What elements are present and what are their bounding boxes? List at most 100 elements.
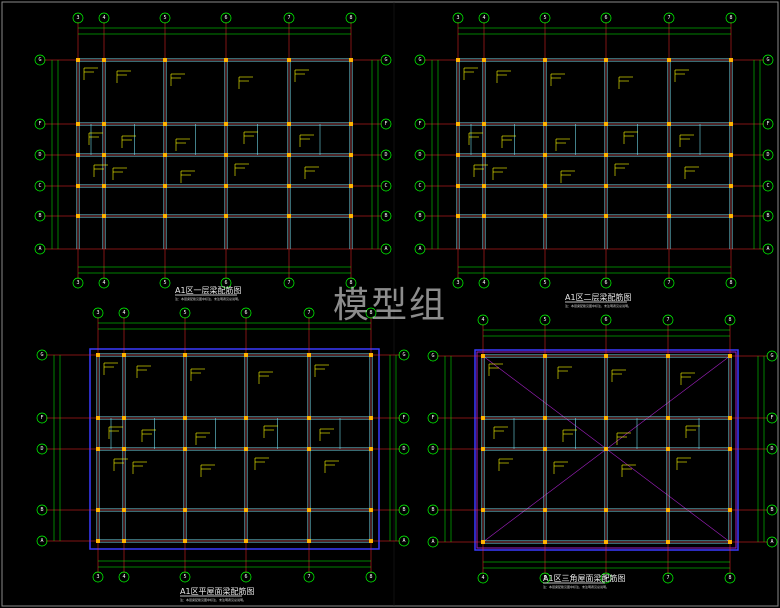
axis-bubble (427, 350, 439, 362)
axis-label-column: 4 (102, 280, 105, 286)
axis-label-row: D (38, 152, 41, 158)
column (728, 508, 732, 512)
column (728, 540, 732, 544)
axis-label-column: 6 (604, 15, 607, 21)
axis-bubble (762, 180, 774, 192)
axis-bubble (762, 149, 774, 161)
column (287, 184, 291, 188)
column (307, 508, 311, 512)
column (183, 539, 187, 543)
plan-note: 注：本层梁配筋见图中标注，未注明者见总说明。 (175, 296, 241, 301)
axis-bubble (724, 572, 736, 584)
axis-label-column: 7 (287, 280, 290, 286)
column (666, 354, 670, 358)
axis-label-column: 4 (102, 15, 105, 21)
axis-bubble (766, 412, 778, 424)
axis-bubble (766, 350, 778, 362)
axis-bubble (240, 307, 252, 319)
axis-bubble (762, 210, 774, 222)
axis-label-row: A (766, 246, 769, 252)
axis-bubble (365, 571, 377, 583)
column (543, 153, 547, 157)
axis-label-row: B (418, 213, 421, 219)
axis-bubble (36, 412, 48, 424)
axis-bubble (414, 243, 426, 255)
axis-label-column: 6 (244, 310, 247, 316)
column (349, 184, 353, 188)
column (604, 184, 608, 188)
axis-label-column: 8 (728, 317, 731, 323)
column (102, 58, 106, 62)
axis-bubble (283, 12, 295, 24)
axis-bubble (539, 314, 551, 326)
column (666, 447, 670, 451)
axis-label-column: 7 (307, 310, 310, 316)
plan-title: A1区二层梁配筋图 (565, 292, 632, 302)
axis-bubble (662, 314, 674, 326)
axis-bubble (452, 12, 464, 24)
axis-label-column: 7 (667, 15, 670, 21)
column (456, 153, 460, 157)
column (543, 214, 547, 218)
axis-bubble (600, 277, 612, 289)
column (224, 214, 228, 218)
axis-label-row: F (770, 415, 773, 421)
axis-bubble (118, 571, 130, 583)
axis-label-column: 6 (604, 280, 607, 286)
axis-label-column: 6 (604, 317, 607, 323)
axis-bubble (477, 572, 489, 584)
axis-bubble (220, 277, 232, 289)
axis-label-column: 6 (244, 574, 247, 580)
axis-label-column: 8 (369, 310, 372, 316)
column (481, 508, 485, 512)
axis-bubble (36, 504, 48, 516)
column (163, 58, 167, 62)
axis-label-column: 8 (369, 574, 372, 580)
column (482, 58, 486, 62)
column (76, 153, 80, 157)
axis-bubble (662, 572, 674, 584)
column (224, 122, 228, 126)
axis-label-column: 6 (604, 575, 607, 581)
column (666, 540, 670, 544)
column (122, 416, 126, 420)
axis-bubble (762, 118, 774, 130)
axis-bubble (159, 12, 171, 24)
axis-label-row: A (431, 539, 434, 545)
column (667, 153, 671, 157)
column (604, 416, 608, 420)
column (482, 153, 486, 157)
column (76, 184, 80, 188)
axis-bubble (539, 12, 551, 24)
column (76, 214, 80, 218)
axis-label-column: 5 (163, 280, 166, 286)
column (667, 58, 671, 62)
column (369, 447, 373, 451)
axis-bubble (380, 149, 392, 161)
column (96, 447, 100, 451)
axis-bubble (600, 314, 612, 326)
axis-bubble (303, 571, 315, 583)
axis-bubble (414, 118, 426, 130)
axis-bubble (380, 180, 392, 192)
axis-bubble (220, 12, 232, 24)
axis-bubble (725, 277, 737, 289)
column (667, 184, 671, 188)
axis-bubble (477, 314, 489, 326)
axis-label-column: 5 (183, 310, 186, 316)
axis-bubble (766, 504, 778, 516)
axis-label-column: 4 (122, 574, 125, 580)
axis-label-row: B (766, 213, 769, 219)
axis-label-column: 8 (349, 280, 352, 286)
axis-label-row: A (402, 538, 405, 544)
plan-title: A1区一层梁配筋图 (175, 285, 242, 295)
plan-title: A1区三角屋面梁配筋图 (543, 573, 626, 583)
axis-bubble (762, 243, 774, 255)
axis-label-column: 4 (481, 575, 484, 581)
axis-label-row: F (431, 415, 434, 421)
axis-label-column: 3 (456, 15, 459, 21)
column (244, 447, 248, 451)
column (481, 447, 485, 451)
